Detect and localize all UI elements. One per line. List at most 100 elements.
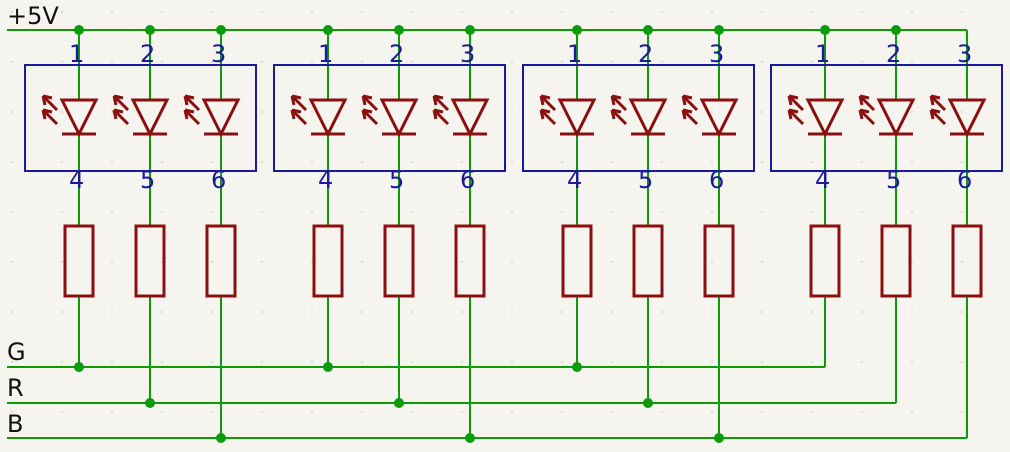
led-symbol	[876, 98, 916, 138]
grid-dot	[111, 211, 113, 213]
grid-dot	[361, 211, 363, 213]
led-pin-number-top: 1	[567, 40, 582, 68]
grid-dot	[811, 161, 813, 163]
led-emission-arrow	[183, 94, 201, 112]
led-emission-arrowhead	[787, 108, 799, 120]
led-pin-number-top: 3	[957, 40, 972, 68]
grid-dot	[911, 411, 913, 413]
grid-dot	[61, 361, 63, 363]
grid-dot	[11, 261, 13, 263]
grid-dot	[861, 361, 863, 363]
grid-dot	[411, 61, 413, 63]
grid-dot	[661, 311, 663, 313]
grid-dot	[961, 161, 963, 163]
grid-dot	[761, 61, 763, 63]
grid-dot	[661, 61, 663, 63]
wire-junction	[145, 398, 155, 408]
grid-dot	[961, 261, 963, 263]
grid-dot	[261, 311, 263, 313]
grid-dot	[311, 61, 313, 63]
led-pin-number-top: 2	[389, 40, 404, 68]
wire-junction	[714, 433, 724, 443]
grid-dot	[861, 61, 863, 63]
led-pin-number-bottom: 5	[886, 166, 901, 194]
grid-dot	[711, 11, 713, 13]
grid-dot	[111, 111, 113, 113]
led-pin-number-bottom: 6	[211, 166, 226, 194]
grid-dot	[911, 111, 913, 113]
grid-dot	[461, 261, 463, 263]
grid-dot	[661, 11, 663, 13]
grid-dot	[561, 161, 563, 163]
led-pin-number-top: 1	[69, 40, 84, 68]
grid-dot	[561, 311, 563, 313]
wire-junction	[216, 433, 226, 443]
grid-dot	[811, 61, 813, 63]
grid-dot	[61, 411, 63, 413]
led-pin-number-bottom: 4	[69, 166, 84, 194]
grid-dot	[11, 61, 13, 63]
grid-dot	[211, 11, 213, 13]
grid-dot	[361, 11, 363, 13]
led-emission-arrow	[787, 94, 805, 112]
led-emission-arrowhead	[539, 94, 551, 106]
grid-dot	[111, 261, 113, 263]
grid-dot	[711, 111, 713, 113]
wire-junction	[323, 362, 333, 372]
wire-junction	[74, 362, 84, 372]
grid-dot	[611, 11, 613, 13]
grid-dot	[461, 411, 463, 413]
grid-dot	[761, 111, 763, 113]
led-pin-number-top: 1	[318, 40, 333, 68]
resistor-symbol	[205, 224, 237, 298]
grid-dot	[511, 261, 513, 263]
grid-dot	[961, 311, 963, 313]
resistor-symbol	[951, 224, 983, 298]
led-pin-number-top: 2	[886, 40, 901, 68]
grid-dot	[711, 161, 713, 163]
grid-dot	[711, 261, 713, 263]
grid-dot	[611, 261, 613, 263]
led-emission-arrowhead	[858, 94, 870, 106]
led-pin-number-top: 3	[460, 40, 475, 68]
grid-dot	[11, 361, 13, 363]
led-module-outline	[24, 64, 257, 172]
grid-dot	[861, 11, 863, 13]
led-emission-arrow	[183, 108, 201, 126]
led-symbol	[628, 98, 668, 138]
grid-dot	[861, 411, 863, 413]
led-emission-arrow	[929, 94, 947, 112]
grid-dot	[61, 111, 63, 113]
led-module-outline	[273, 64, 506, 172]
wire-junction	[465, 433, 475, 443]
grid-dot	[861, 311, 863, 313]
led-emission-arrowhead	[858, 108, 870, 120]
grid-dot	[711, 61, 713, 63]
grid-dot	[261, 111, 263, 113]
grid-dot	[211, 61, 213, 63]
wire-junction	[643, 398, 653, 408]
led-emission-arrow	[361, 94, 379, 112]
wire-junction	[216, 25, 226, 35]
led-emission-arrowhead	[432, 94, 444, 106]
grid-dot	[161, 211, 163, 213]
grid-dot	[911, 11, 913, 13]
grid-dot	[411, 311, 413, 313]
grid-dot	[311, 161, 313, 163]
grid-dot	[361, 161, 363, 163]
led-emission-arrow	[610, 94, 628, 112]
led-pin-number-bottom: 6	[957, 166, 972, 194]
led-pin-number-bottom: 5	[638, 166, 653, 194]
led-emission-arrow	[858, 108, 876, 126]
led-emission-arrowhead	[183, 108, 195, 120]
led-emission-arrowhead	[610, 94, 622, 106]
grid-dot	[261, 11, 263, 13]
grid-dot	[511, 411, 513, 413]
grid-dot	[411, 161, 413, 163]
grid-dot	[61, 61, 63, 63]
led-symbol	[450, 98, 490, 138]
grid-dot	[661, 111, 663, 113]
grid-dot	[561, 11, 563, 13]
led-emission-arrowhead	[432, 108, 444, 120]
grid-dot	[561, 361, 563, 363]
